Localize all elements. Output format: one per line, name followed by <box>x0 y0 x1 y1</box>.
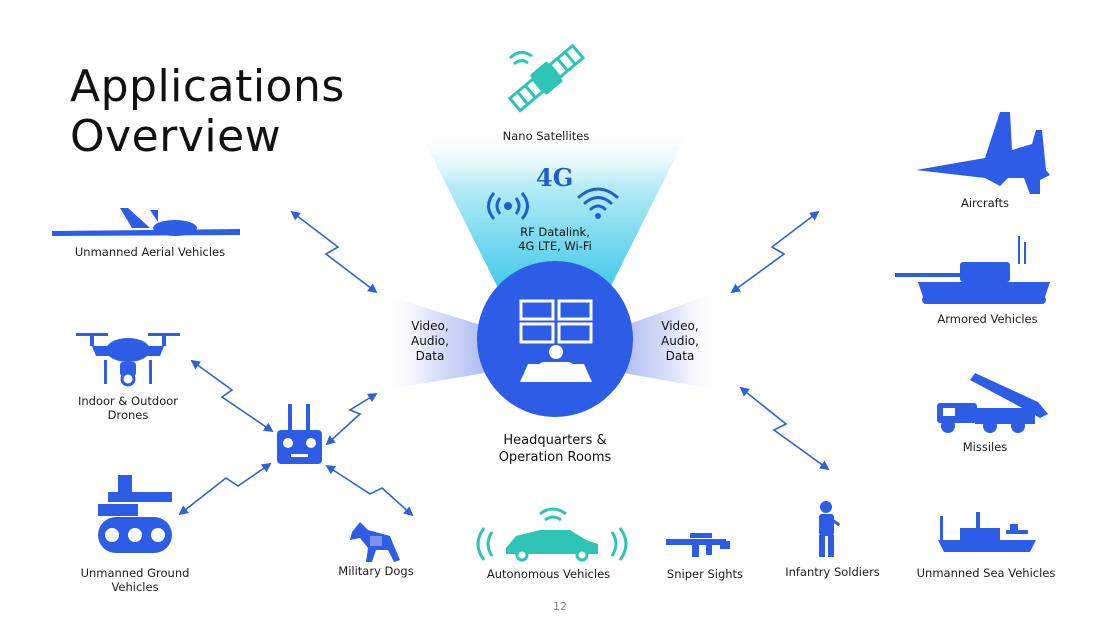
right-beam-label: Video, Audio, Data <box>652 319 708 364</box>
link-arrows <box>178 210 830 517</box>
satellite-label: Nano Satellites <box>502 129 590 143</box>
aircraft-icon <box>916 112 1050 194</box>
ground-robot-icon <box>98 475 172 553</box>
page-number: 12 <box>553 600 567 613</box>
headquarters-line-2: Operation Rooms <box>498 450 612 465</box>
aircraft-hq-link <box>730 210 820 294</box>
drones-label: Indoor & Outdoor Drones <box>68 394 188 422</box>
datalink-line-2: 4G LTE, Wi-Fi <box>518 239 592 253</box>
operation-room-icon <box>519 299 593 344</box>
datalink-line-1: RF Datalink, <box>520 225 590 239</box>
top-beam <box>418 128 690 292</box>
headquarters-line-1: Headquarters & <box>503 433 607 448</box>
left-beam-line-3: Data <box>415 349 445 363</box>
dog-icon <box>350 522 400 562</box>
rifle-icon <box>666 533 730 557</box>
autonomous-label: Autonomous Vehicles <box>486 567 611 581</box>
hq-soldier-link <box>739 386 830 471</box>
armored-label: Armored Vehicles <box>937 312 1038 326</box>
sea-vehicle-icon <box>938 512 1036 552</box>
datalink-label: RF Datalink, 4G LTE, Wi-Fi <box>495 225 615 253</box>
right-beam-line-2: Audio, <box>661 334 699 348</box>
title-line-1: Applications <box>70 61 345 112</box>
left-beam <box>385 295 490 390</box>
page-title: Applications Overview <box>70 62 345 162</box>
controller-hq-link <box>325 392 378 446</box>
autonomous-car-icon <box>476 507 628 562</box>
title-line-2: Overview <box>70 111 282 162</box>
aircraft-label: Aircrafts <box>961 196 1009 210</box>
soldier-icon <box>819 501 841 557</box>
ugv-line-2: Vehicles <box>111 580 159 594</box>
headquarters-node <box>477 261 633 417</box>
missile-icon <box>937 373 1048 433</box>
uav-icon <box>52 208 240 236</box>
sea-vehicles-label: Unmanned Sea Vehicles <box>916 566 1056 580</box>
missiles-label: Missiles <box>962 440 1008 454</box>
ugv-line-1: Unmanned Ground <box>80 566 190 580</box>
uav-label: Unmanned Aerial Vehicles <box>74 245 226 259</box>
radio-signal-icon <box>487 192 529 220</box>
drone-controller-link <box>190 359 274 433</box>
controller-dog-link <box>325 464 414 517</box>
left-beam-label: Video, Audio, Data <box>402 319 458 364</box>
remote-controller-icon <box>277 404 322 464</box>
right-beam <box>618 292 718 390</box>
infantry-label: Infantry Soldiers <box>785 565 880 579</box>
network-badge: 4G <box>536 163 574 192</box>
tank-icon <box>895 236 1050 304</box>
right-beam-line-3: Data <box>665 349 695 363</box>
uav-hq-link <box>290 210 378 294</box>
left-beam-line-1: Video, <box>411 319 449 333</box>
drone-icon <box>76 333 180 387</box>
headquarters-label: Headquarters & Operation Rooms <box>480 432 630 466</box>
ugv-label: Unmanned Ground Vehicles <box>70 566 200 594</box>
left-beam-line-2: Audio, <box>411 334 449 348</box>
drones-line-1: Indoor & Outdoor <box>77 394 178 408</box>
sniper-label: Sniper Sights <box>666 567 744 581</box>
drones-line-2: Drones <box>107 408 149 422</box>
wifi-icon <box>577 187 619 219</box>
right-beam-line-1: Video, <box>661 319 699 333</box>
dogs-label: Military Dogs <box>338 564 414 578</box>
ugv-controller-link <box>178 462 272 516</box>
satellite-icon <box>507 43 586 113</box>
